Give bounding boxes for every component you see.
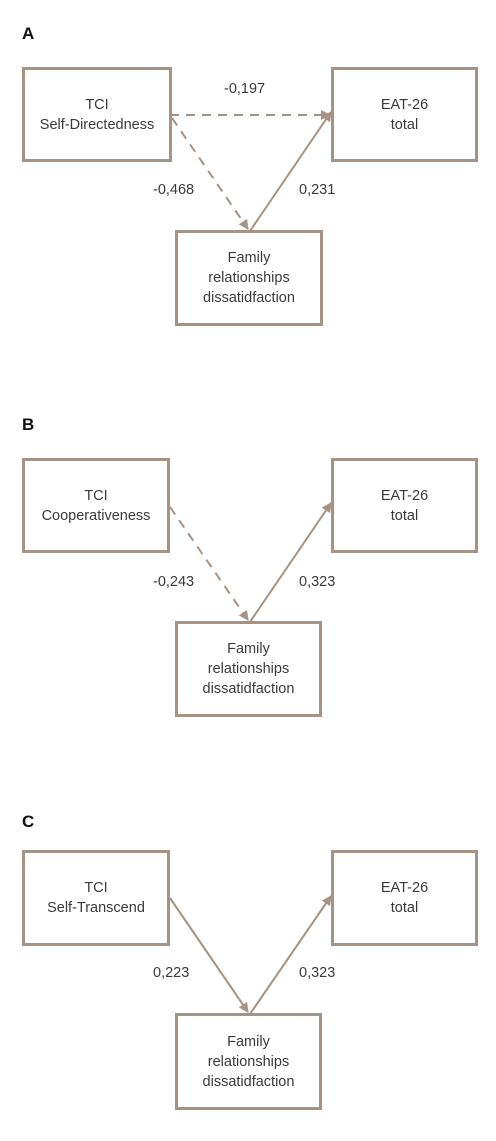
panel-c-path-a-coefficient: 0,223 (153, 965, 190, 981)
panel-a-path-a-coefficient: -0,468 (153, 182, 195, 198)
panel-a-mediator-box: Family relationships dissatidfaction (175, 230, 323, 326)
mediator-line2: relationships (208, 270, 290, 286)
mediator-line2: relationships (207, 1053, 290, 1070)
panel-c-predictor-box: TCI Self-Transcend (22, 850, 170, 946)
outcome-line2: total (390, 507, 419, 524)
panel-c-mediator-box: Family relationships dissatidfaction (175, 1013, 322, 1110)
outcome-line2: total (390, 116, 419, 133)
panel-a-path-a-arrow (171, 117, 249, 230)
mediator-line1: Family (227, 1033, 270, 1050)
predictor-line2: Self-Directedness (39, 116, 155, 133)
predictor-line1: TCI (85, 96, 109, 113)
panel-a-direct-coefficient: -0,197 (224, 81, 266, 97)
panel-c-path-a-arrow (169, 897, 249, 1013)
panel-c-letter: C (22, 812, 35, 831)
mediator-line3: dissatidfaction (202, 681, 295, 697)
panel-b-path-a-arrow (169, 506, 249, 621)
mediator-line3: dissatidfaction (202, 1073, 295, 1090)
outcome-line1: EAT-26 (380, 487, 429, 504)
predictor-line2: Cooperativeness (41, 507, 151, 524)
panel-c-path-b-coefficient: 0,323 (299, 965, 336, 981)
panel-a-path-b-arrow (249, 111, 332, 232)
mediator-line3: dissatidfaction (203, 290, 295, 306)
panel-b-path-a-coefficient: -0,243 (153, 574, 195, 590)
panel-a-letter: A (22, 24, 35, 43)
predictor-line1: TCI (84, 487, 108, 504)
outcome-line1: EAT-26 (380, 96, 429, 113)
panel-b-path-b-arrow (249, 502, 332, 623)
outcome-line2: total (390, 900, 419, 916)
panel-b-path-b-coefficient: 0,323 (299, 574, 336, 590)
outcome-line1: EAT-26 (380, 880, 429, 896)
panel-b-predictor-box: TCI Cooperativeness (22, 458, 170, 553)
panel-a-outcome-box: EAT-26 total (331, 67, 478, 162)
panel-c-outcome-box: EAT-26 total (331, 850, 478, 946)
mediator-line2: relationships (207, 661, 290, 677)
panel-b-mediator-box: Family relationships dissatidfaction (175, 621, 322, 717)
predictor-line1: TCI (84, 880, 108, 896)
mediator-line1: Family (227, 250, 271, 266)
mediator-line1: Family (227, 641, 270, 657)
predictor-line2: Self-Transcend (47, 900, 145, 916)
panel-c-path-b-arrow (249, 895, 332, 1015)
panel-b-letter: B (22, 415, 35, 434)
panel-a-path-b-coefficient: 0,231 (299, 182, 336, 198)
panel-b-outcome-box: EAT-26 total (331, 458, 478, 553)
panel-a-predictor-box: TCI Self-Directedness (22, 67, 172, 162)
